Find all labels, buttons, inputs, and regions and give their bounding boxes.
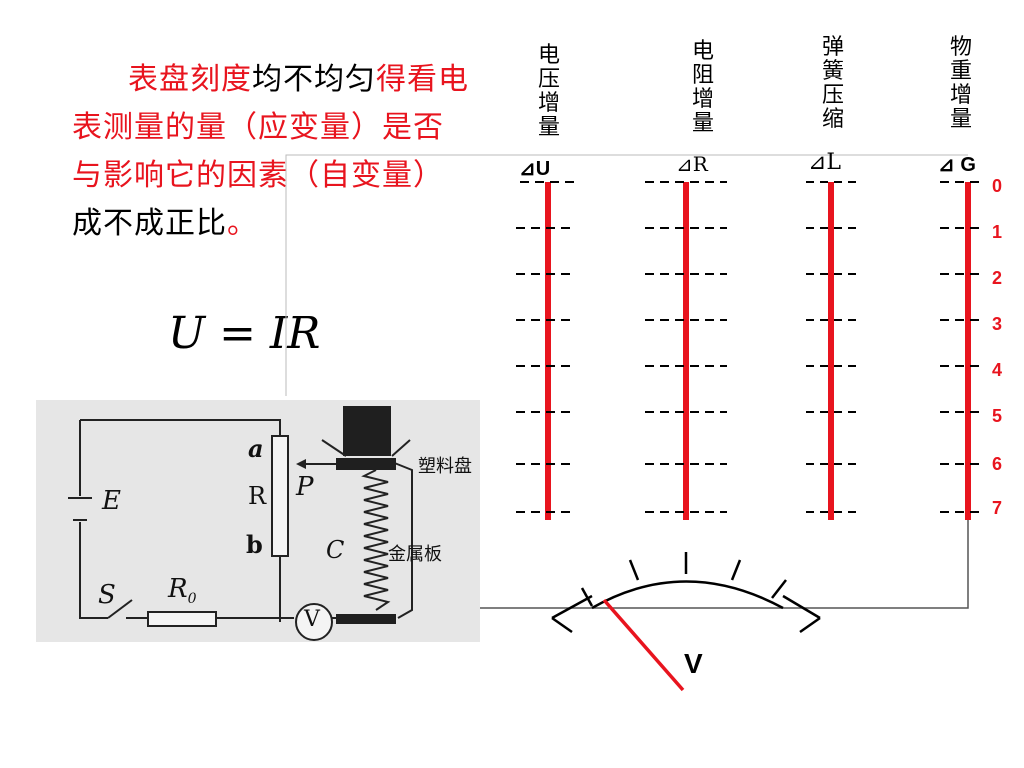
- text-red-1: 表盘刻度: [128, 62, 252, 97]
- tray-edge-right: [391, 439, 411, 457]
- scale-number: 3: [992, 314, 1003, 334]
- text-red-3: 。: [227, 206, 258, 241]
- circuit-photo: [36, 400, 480, 642]
- col-label-weight: 物重增量: [949, 35, 972, 132]
- label-e: E: [102, 486, 121, 516]
- delta-spring: ⊿L: [808, 150, 842, 175]
- scale-number: 2: [992, 268, 1003, 288]
- scale-number: 4: [992, 360, 1003, 380]
- meter-needle: [602, 598, 685, 692]
- meter-dial: [551, 552, 821, 634]
- ticks-resistance: [645, 181, 727, 513]
- text-black-2: 成不成正比: [72, 206, 227, 241]
- scale-number: 6: [992, 454, 1003, 474]
- ticks-weight: [940, 181, 980, 513]
- label-v: V: [304, 607, 320, 632]
- explanation-text: 表盘刻度均不均匀得看电表测量的量（应变量）是否与影响它的因素（自变量） 成不成正比…: [72, 56, 472, 248]
- scale-number: 5: [992, 406, 1003, 426]
- ticks-voltage: [516, 181, 578, 513]
- plastic-plate: [336, 458, 396, 470]
- label-a: a: [248, 434, 264, 463]
- circuit-drawing: [68, 419, 413, 641]
- label-r: R: [248, 482, 267, 510]
- frame-bottom-line: [480, 520, 969, 609]
- text-red-2: 得看电表测量的量（应变量）是否与影响它的因素（自变量）: [72, 62, 469, 193]
- text-black-1: 均不均匀: [252, 62, 376, 97]
- scale-number: 0: [992, 176, 1003, 196]
- delta-resistance: ⊿R: [676, 152, 708, 176]
- delta-voltage: ⊿U: [519, 158, 551, 180]
- formula: U = IR: [168, 308, 321, 359]
- col-label-spring: 弹簧压缩: [821, 35, 844, 132]
- tray-edge-left: [321, 439, 347, 457]
- delta-weight: ⊿ G: [938, 154, 976, 176]
- scale-number: 7: [992, 498, 1003, 518]
- label-p: P: [296, 472, 314, 502]
- scale-number: 1: [992, 222, 1003, 242]
- col-label-resistance: 电阻增量: [691, 39, 714, 136]
- label-plastic-plate: 塑料盘: [418, 456, 472, 477]
- frame-top-line: [285, 154, 968, 396]
- label-b: b: [246, 530, 263, 559]
- col-label-voltage: 电压增量: [537, 43, 560, 140]
- slider-arrow: [296, 459, 306, 469]
- meter-label: V: [684, 648, 703, 679]
- label-metal-plate: 金属板: [388, 544, 442, 565]
- label-c: C: [326, 536, 345, 564]
- label-s: S: [98, 580, 116, 610]
- label-r0: R0: [168, 574, 197, 608]
- metal-plate: [336, 614, 396, 624]
- weight-block: [343, 406, 391, 456]
